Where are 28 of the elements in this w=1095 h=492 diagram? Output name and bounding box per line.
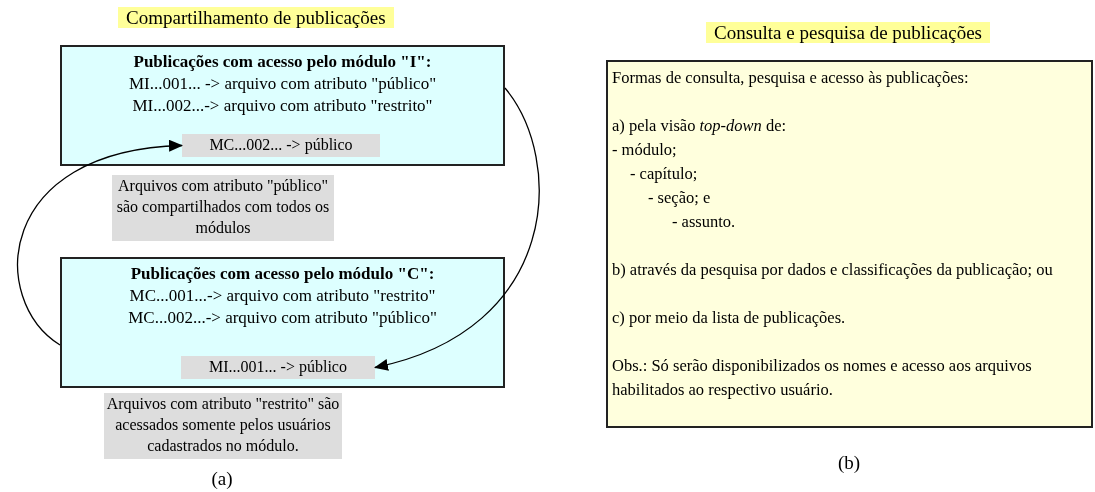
curved-arrow xyxy=(17,140,183,346)
file-entry: MI...001... -> arquivo com atributo "público" xyxy=(127,73,438,95)
info-text: Formas de consulta, pesquisa e acesso às publicações: xyxy=(612,67,970,89)
info-box xyxy=(606,60,1093,428)
subfigure-label: (b) xyxy=(837,452,861,473)
info-text: a) pela visão top-down de: xyxy=(612,115,788,137)
box-heading: Publicações com acesso pelo módulo "C": xyxy=(129,263,436,285)
file-entry: MI...002...-> arquivo com atributo "restrito" xyxy=(131,95,434,117)
curved-arrow xyxy=(374,87,540,370)
file-entry: MC...001...-> arquivo com atributo "restrito" xyxy=(128,285,437,307)
info-text: c) por meio da lista de publicações. xyxy=(612,307,847,329)
info-text: - seção; e xyxy=(647,187,712,209)
info-text: Obs.: Só serão disponibilizados os nomes e acesso aos arquivos habilitados ao respectivo usuário. xyxy=(612,355,1033,401)
section-heading: Compartilhamento de publicações xyxy=(118,7,394,28)
info-text: - capítulo; xyxy=(629,163,699,185)
shared-file-label: MI...001... -> público xyxy=(181,356,375,379)
file-entry: MC...002...-> arquivo com atributo "público" xyxy=(127,307,438,329)
info-text: - módulo; xyxy=(612,139,678,161)
info-text: b) através da pesquisa por dados e classificações da publicação; ou xyxy=(612,259,1054,281)
box-heading: Publicações com acesso pelo módulo "I": xyxy=(132,51,433,73)
note-box: Arquivos com atributo "público" são compartilhados com todos os módulos xyxy=(112,175,334,241)
module-box xyxy=(60,257,505,388)
info-text: - assunto. xyxy=(671,211,737,233)
section-heading: Consulta e pesquisa de publicações xyxy=(705,22,990,43)
note-box: Arquivos com atributo "restrito" são acessados somente pelos usuários cadastrados no módulo. xyxy=(104,393,342,459)
shared-file-label: MC...002... -> público xyxy=(182,134,380,157)
module-box xyxy=(60,45,505,166)
subfigure-label: (a) xyxy=(211,468,233,489)
